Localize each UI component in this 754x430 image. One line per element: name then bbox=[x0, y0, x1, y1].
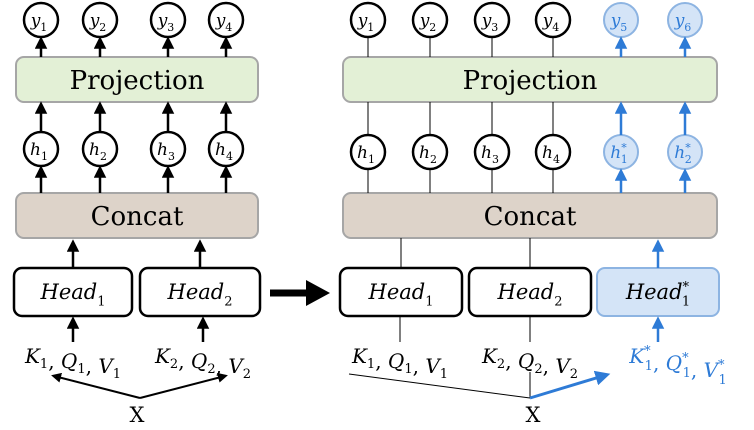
right-projection-label: Projection bbox=[463, 66, 598, 96]
right-output-node-label: y2 bbox=[419, 11, 437, 34]
right-kqv-new: K*1, Q*1, V*1 bbox=[628, 344, 727, 388]
right-output-node-label: y3 bbox=[481, 11, 499, 34]
right-new-hidden-node: h*2 bbox=[667, 134, 703, 170]
right-input-x: X bbox=[526, 403, 541, 427]
right-hidden-node: h3 bbox=[473, 133, 511, 171]
left-kqv-2: K2, Q2, V2 bbox=[154, 344, 251, 382]
left-concat-box bbox=[15, 192, 259, 239]
right-hidden-node-label: h3 bbox=[481, 143, 499, 166]
right-output-node: y4 bbox=[534, 1, 572, 39]
left-head-label: Head2 bbox=[167, 280, 233, 309]
right-output-node-label: y1 bbox=[357, 11, 375, 34]
right-new-output-node: y5 bbox=[603, 2, 639, 38]
right-output-node: y1 bbox=[349, 1, 387, 39]
right-x-to-kqv-new-arrow bbox=[529, 370, 611, 400]
right-new-hidden-node-label: h*2 bbox=[674, 142, 691, 167]
right-new-output-node: y6 bbox=[667, 2, 703, 38]
left-input-x: X bbox=[130, 403, 145, 427]
left-hidden-node-label: h1 bbox=[30, 140, 48, 163]
right-hidden-node-label: h1 bbox=[357, 143, 375, 166]
right-head-label: Head2 bbox=[497, 280, 563, 309]
left-x-to-kqv2-arrow bbox=[139, 372, 228, 399]
left-hidden-node: h1 bbox=[22, 130, 60, 168]
left-output-node-label: y1 bbox=[30, 11, 48, 34]
left-hidden-node: h3 bbox=[149, 130, 187, 168]
right-new-hidden-node: h*1 bbox=[603, 134, 639, 170]
right-hidden-node-label: h4 bbox=[542, 143, 560, 166]
right-new-hidden-node-label: h*1 bbox=[610, 142, 627, 167]
right-new-output-node-label: y6 bbox=[674, 11, 692, 34]
left-x-to-kqv1-arrow bbox=[51, 372, 141, 399]
left-kqv-1: K1, Q1, V1 bbox=[24, 344, 121, 382]
left-hidden-node-label: h4 bbox=[215, 140, 233, 163]
transition-arrow bbox=[270, 280, 330, 306]
right-new-head-label: Head*1 bbox=[625, 280, 690, 309]
right-head-label: Head1 bbox=[368, 280, 434, 309]
right-output-node: y2 bbox=[411, 1, 449, 39]
left-output-node-label: y3 bbox=[157, 11, 175, 34]
right-hidden-node: h2 bbox=[411, 133, 449, 171]
left-output-node: y1 bbox=[22, 1, 60, 39]
left-output-node: y4 bbox=[207, 1, 245, 39]
right-hidden-node-label: h2 bbox=[419, 143, 437, 166]
left-head-label: Head1 bbox=[40, 280, 106, 309]
left-output-node: y2 bbox=[81, 1, 119, 39]
left-concat-label: Concat bbox=[91, 202, 184, 232]
left-output-node-label: y2 bbox=[89, 11, 107, 34]
left-projection-label: Projection bbox=[70, 66, 205, 96]
right-x-to-kqv1-line bbox=[348, 373, 531, 399]
right-hidden-node: h4 bbox=[534, 133, 572, 171]
left-output-node-label: y4 bbox=[215, 11, 233, 34]
right-new-output-node-label: y5 bbox=[610, 11, 628, 34]
right-output-node: y3 bbox=[473, 1, 511, 39]
right-hidden-node: h1 bbox=[349, 133, 387, 171]
right-kqv-2: K2, Q2, V2 bbox=[481, 344, 578, 382]
left-output-node: y3 bbox=[149, 1, 187, 39]
right-kqv-1: K1, Q1, V1 bbox=[351, 344, 448, 382]
right-output-node-label: y4 bbox=[542, 11, 560, 34]
right-concat-label: Concat bbox=[484, 202, 577, 232]
left-hidden-node-label: h3 bbox=[157, 140, 175, 163]
left-hidden-node: h2 bbox=[81, 130, 119, 168]
left-hidden-node: h4 bbox=[207, 130, 245, 168]
left-hidden-node-label: h2 bbox=[89, 140, 107, 163]
right-projection-box bbox=[342, 56, 718, 103]
left-projection-box bbox=[15, 56, 259, 103]
